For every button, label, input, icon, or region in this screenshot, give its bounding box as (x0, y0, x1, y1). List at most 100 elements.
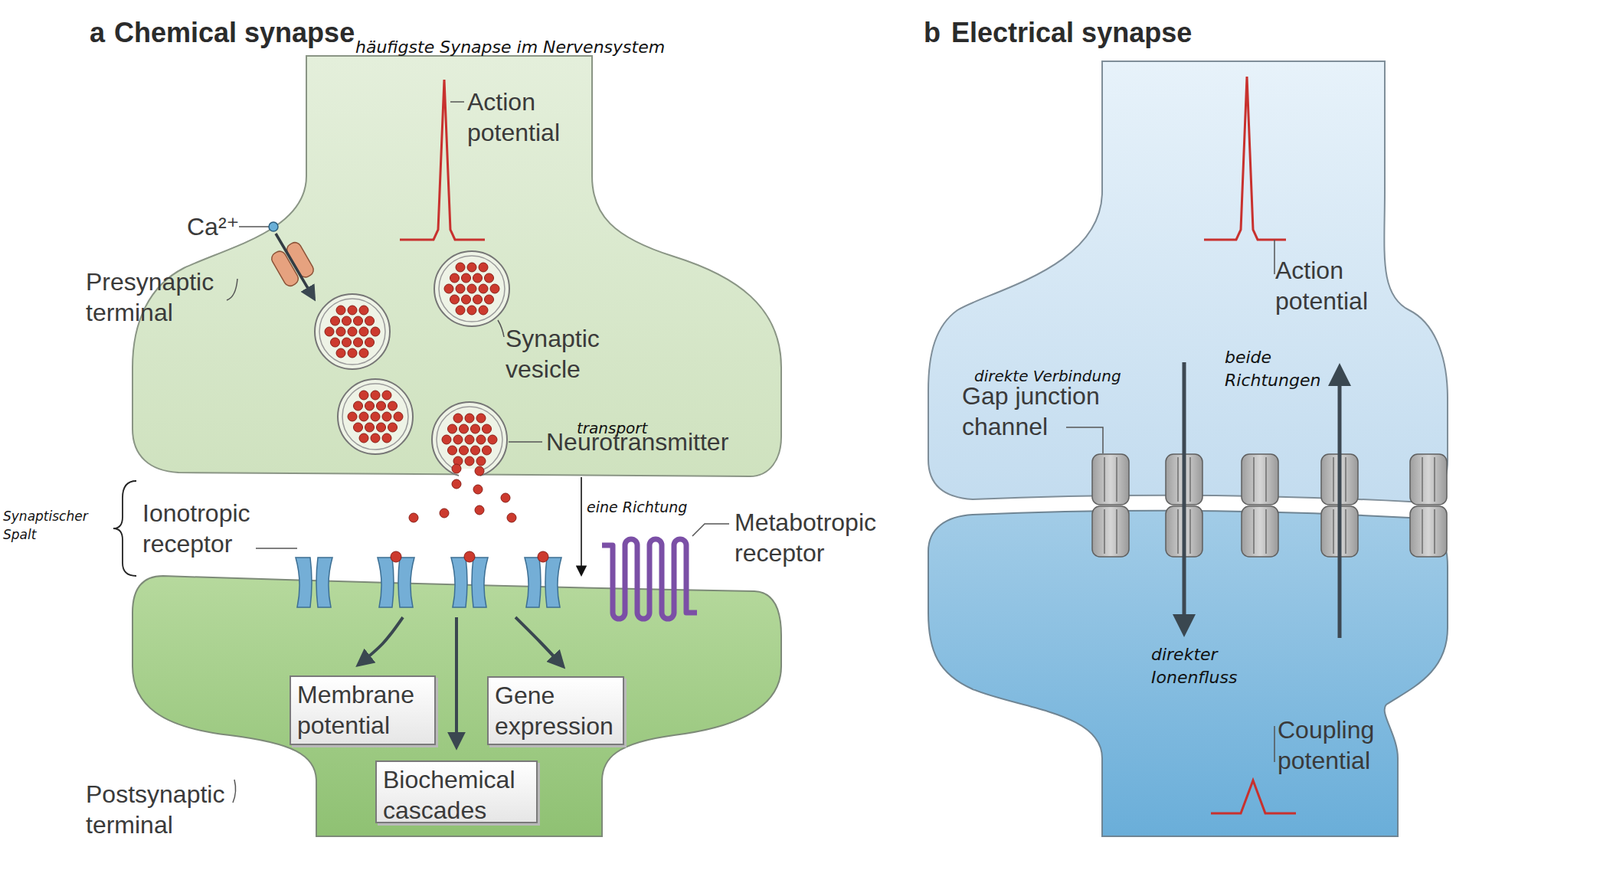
box-text: Membrane potential (297, 679, 429, 741)
neurotransmitter-dot (365, 337, 375, 347)
neurotransmitter-dot (450, 294, 460, 305)
connexon (1092, 454, 1129, 505)
connexon-line (1253, 509, 1267, 554)
ionotropic-receptor (524, 551, 562, 608)
part-label: Metabotropic receptor (734, 507, 911, 569)
vesicle-membrane (337, 379, 413, 455)
calcium-influx-arrow (275, 233, 315, 299)
neurotransmitter-dot (478, 305, 488, 315)
presynaptic-terminal-shape (132, 55, 782, 477)
neurotransmitter-dot (408, 513, 419, 523)
neurotransmitter-dot (359, 305, 369, 315)
receptor-subunit (398, 557, 415, 608)
handwritten-note: eine Richtung (586, 497, 688, 517)
leader-line (508, 441, 543, 443)
connexon (1241, 506, 1279, 557)
neurotransmitter-dot (359, 327, 369, 337)
neurotransmitter-dot (478, 262, 488, 272)
neurotransmitter-dot (353, 401, 364, 411)
neurotransmitter-dot (455, 305, 465, 315)
neurotransmitter-dot (376, 401, 387, 411)
neurotransmitter-dot (365, 316, 375, 326)
part-label: Neurotransmitter (546, 426, 729, 458)
receptor-subunit (377, 557, 394, 608)
synaptic-vesicle (337, 379, 413, 455)
leader-line (450, 101, 465, 103)
handwritten-note: beide Richtungen (1224, 346, 1325, 393)
leader-line (497, 320, 504, 338)
vesicle-membrane (314, 294, 390, 370)
neurotransmitter-dot (467, 305, 477, 315)
connexon (1410, 454, 1447, 505)
direction-arrow (580, 477, 583, 575)
ionotropic-receptor (451, 551, 488, 608)
vesicle-membrane (434, 251, 510, 327)
neurotransmitter-dot (450, 273, 460, 283)
connexon (1241, 454, 1279, 505)
leader-line (1273, 239, 1276, 275)
neurotransmitter-dot (336, 327, 346, 337)
neurotransmitter-dot (451, 479, 462, 489)
neurotransmitter-dot (490, 284, 500, 294)
neurotransmitter-dot (453, 413, 463, 423)
neurotransmitter-dot (455, 262, 465, 272)
neurotransmitter-dot (370, 433, 380, 443)
part-label: Synaptic vesicle (505, 323, 659, 385)
neurotransmitter-dot (471, 445, 481, 455)
neurotransmitter-dot (482, 445, 492, 455)
neurotransmitter-dot (471, 424, 481, 434)
receptor-subunit (295, 557, 312, 608)
neurotransmitter-dot (330, 337, 341, 347)
neurotransmitter-dot (330, 316, 341, 326)
panel-heading: b (923, 17, 941, 49)
result-box: Membrane potential (289, 675, 436, 746)
bound-neurotransmitter (464, 551, 475, 563)
neurotransmitter-dot (484, 273, 495, 283)
neurotransmitter-dot (359, 348, 369, 358)
action-potential-trace (1204, 76, 1286, 240)
ion-flow-arrow (1182, 362, 1187, 633)
neurotransmitter-dot (376, 422, 387, 432)
postsynaptic-terminal-shape (132, 575, 782, 837)
receptor-subunit (524, 557, 541, 608)
neurotransmitter-dot (476, 413, 486, 423)
neurotransmitter-dot (484, 294, 495, 305)
signal-arrow (454, 617, 459, 747)
neurotransmitter-dot (461, 294, 472, 305)
connexon-line (1422, 457, 1435, 502)
neurotransmitter-dot (439, 508, 449, 518)
box-text: Gene expression (494, 680, 617, 742)
ionotropic-receptor (295, 557, 333, 608)
part-label: Ionotropic receptor (142, 497, 288, 560)
box-text: Biochemical cascades (382, 764, 531, 826)
coupling-potential-trace (1210, 780, 1296, 814)
leader-line (232, 779, 236, 803)
neurotransmitter-dot (359, 433, 369, 443)
neurotransmitter-dot (451, 464, 462, 474)
connexon-line (1104, 509, 1117, 554)
vesicle-membrane-inner (342, 383, 409, 450)
neurotransmitter-dot (347, 348, 357, 358)
handwritten-note: häufigste Synapse im Nervensystem (355, 35, 665, 59)
bound-neurotransmitter (390, 551, 402, 563)
neurotransmitter-dot (336, 305, 346, 315)
neurotransmitter-dot (388, 401, 398, 411)
neurotransmitter-dot (476, 435, 486, 445)
panel-heading: Electrical synapse (951, 17, 1192, 49)
neurotransmitter-dot (347, 412, 357, 422)
signal-arrow (358, 617, 403, 665)
ion-flow-arrow (1338, 367, 1342, 639)
leader-line (226, 278, 238, 301)
connexon-line (1104, 457, 1117, 502)
metabotropic-receptor-symbol (602, 539, 697, 619)
neurotransmitter-dot (461, 273, 472, 283)
part-label: Postsynaptic terminal (85, 778, 247, 841)
neurotransmitter-dot (336, 348, 346, 358)
neurotransmitter-dot (365, 422, 375, 432)
neurotransmitter-dot (347, 327, 357, 337)
neurotransmitter-dot (467, 284, 477, 294)
vesicle-membrane-inner (438, 255, 505, 322)
connexon-line (1253, 457, 1267, 502)
neurotransmitter-dot (359, 412, 369, 422)
